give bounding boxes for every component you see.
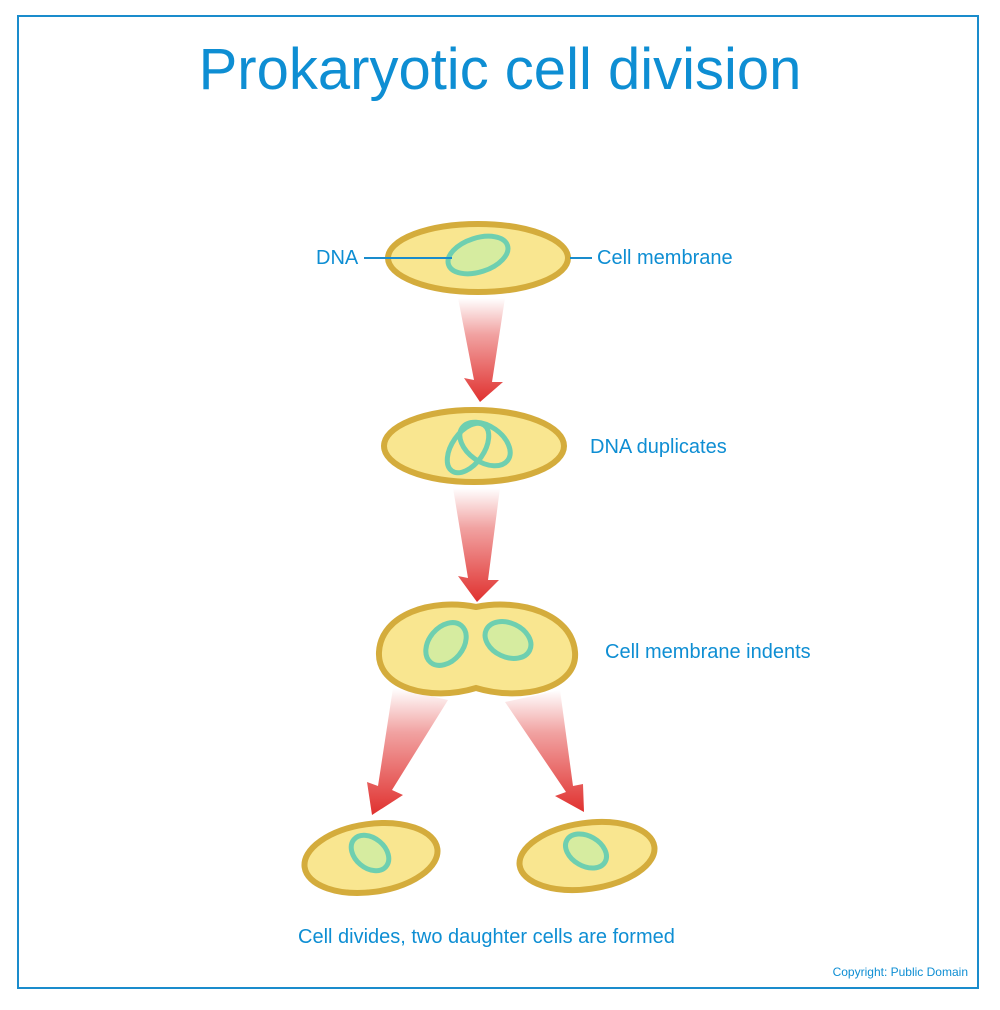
- daughter-cell-right: [516, 818, 658, 894]
- label-dna: DNA: [316, 247, 359, 269]
- cell-membrane-2: [381, 407, 567, 485]
- arrow-4-right: [505, 690, 584, 812]
- dna-loop-5: [563, 831, 609, 871]
- cell-membrane-indenting: [375, 601, 579, 697]
- arrow-1: [458, 298, 505, 402]
- arrow-2: [453, 488, 500, 602]
- dna-loop-2b: [444, 420, 492, 476]
- dna-loop-1: [445, 233, 511, 277]
- dna-loop-4: [348, 832, 392, 874]
- label-membrane-indents: Cell membrane indents: [605, 641, 811, 663]
- cell-dna-duplicated: [381, 407, 567, 485]
- arrow-3-left: [367, 688, 448, 815]
- page-title: Prokaryotic cell division: [198, 37, 802, 102]
- dna-loop-3b: [482, 619, 534, 661]
- daughter-cell-left: [301, 820, 441, 896]
- diagram-frame: [17, 15, 979, 989]
- label-cell-divides: Cell divides, two daughter cells are for…: [298, 926, 675, 948]
- label-dna-duplicates: DNA duplicates: [590, 436, 727, 458]
- cell-membrane-3: [375, 601, 579, 697]
- label-cell-membrane: Cell membrane: [597, 247, 733, 269]
- dna-loop-3a: [423, 620, 469, 668]
- copyright-notice: Copyright: Public Domain: [832, 965, 968, 979]
